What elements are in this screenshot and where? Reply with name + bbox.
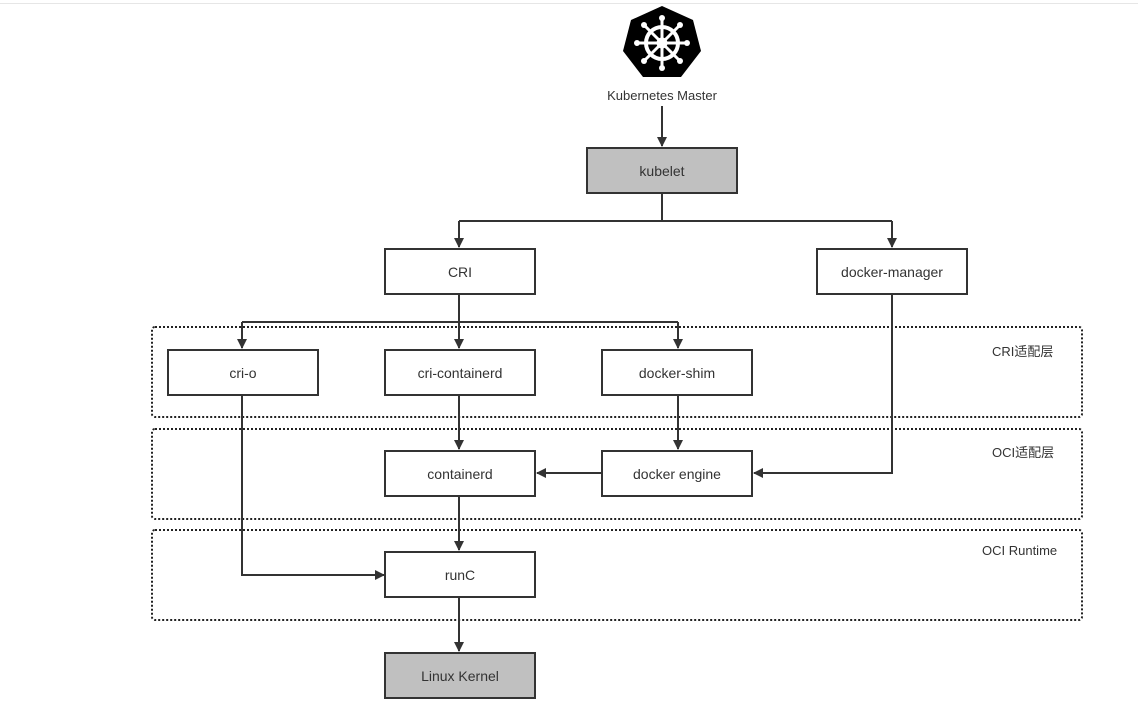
kubelet-node: kubelet [586, 147, 738, 194]
oci-runtime-layer [151, 529, 1083, 621]
kubernetes-helm-icon [620, 5, 704, 79]
linux-kernel-node: Linux Kernel [384, 652, 536, 699]
kubernetes-master-label: Kubernetes Master [607, 88, 717, 103]
top-divider [0, 3, 1138, 4]
runc-node: runC [384, 551, 536, 598]
docker-manager-node: docker-manager [816, 248, 968, 295]
arrow-cri-o-to-runc [241, 396, 385, 580]
arrow-docker-manager-to-docker-engine [753, 294, 893, 478]
containerd-node: containerd [384, 450, 536, 497]
line-cri-split [242, 294, 678, 323]
cri-adapter-layer-label: CRI适配层 [992, 344, 1054, 359]
docker-engine-node: docker engine [601, 450, 753, 497]
oci-adapter-layer-label: OCI适配层 [992, 445, 1055, 460]
oci-adapter-layer [151, 428, 1083, 520]
cri-o-node: cri-o [167, 349, 319, 396]
cri-adapter-layer [151, 326, 1083, 418]
cri-node: CRI [384, 248, 536, 295]
cri-containerd-node: cri-containerd [384, 349, 536, 396]
line-kubelet-split [459, 193, 892, 222]
docker-shim-node: docker-shim [601, 349, 753, 396]
oci-runtime-layer-label: OCI Runtime [982, 543, 1058, 558]
